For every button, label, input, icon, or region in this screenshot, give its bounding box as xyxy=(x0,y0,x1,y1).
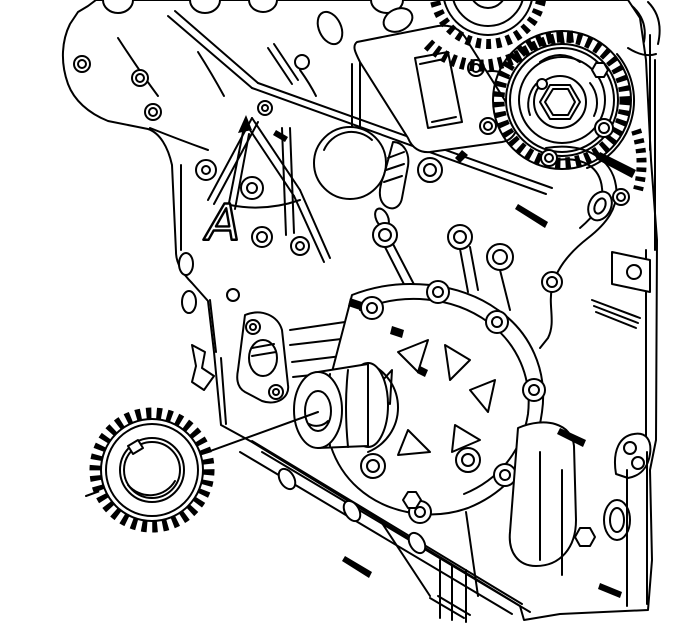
callout-arrowhead xyxy=(238,115,252,133)
line-art-root: A xyxy=(62,0,661,623)
head-bracket-plate xyxy=(294,7,519,154)
bottom-right-bosses xyxy=(508,421,652,607)
oil-pump-cover xyxy=(324,280,546,524)
water-pump-flange xyxy=(236,311,351,404)
mount-bracket xyxy=(539,145,651,349)
shadow-accents xyxy=(273,130,636,598)
callout-a: A xyxy=(202,115,252,253)
camshaft-actuator xyxy=(492,30,635,170)
callout-label-a: A xyxy=(203,194,240,252)
camshaft-sprocket-partial xyxy=(429,0,547,49)
callout-leader-line xyxy=(227,131,250,210)
a-frame-strut xyxy=(195,117,331,263)
oil-pan-rail xyxy=(239,440,531,623)
crankshaft-sprocket xyxy=(89,407,215,533)
crankshaft-nose xyxy=(293,362,389,449)
bolt-bosses-upper xyxy=(73,55,514,271)
